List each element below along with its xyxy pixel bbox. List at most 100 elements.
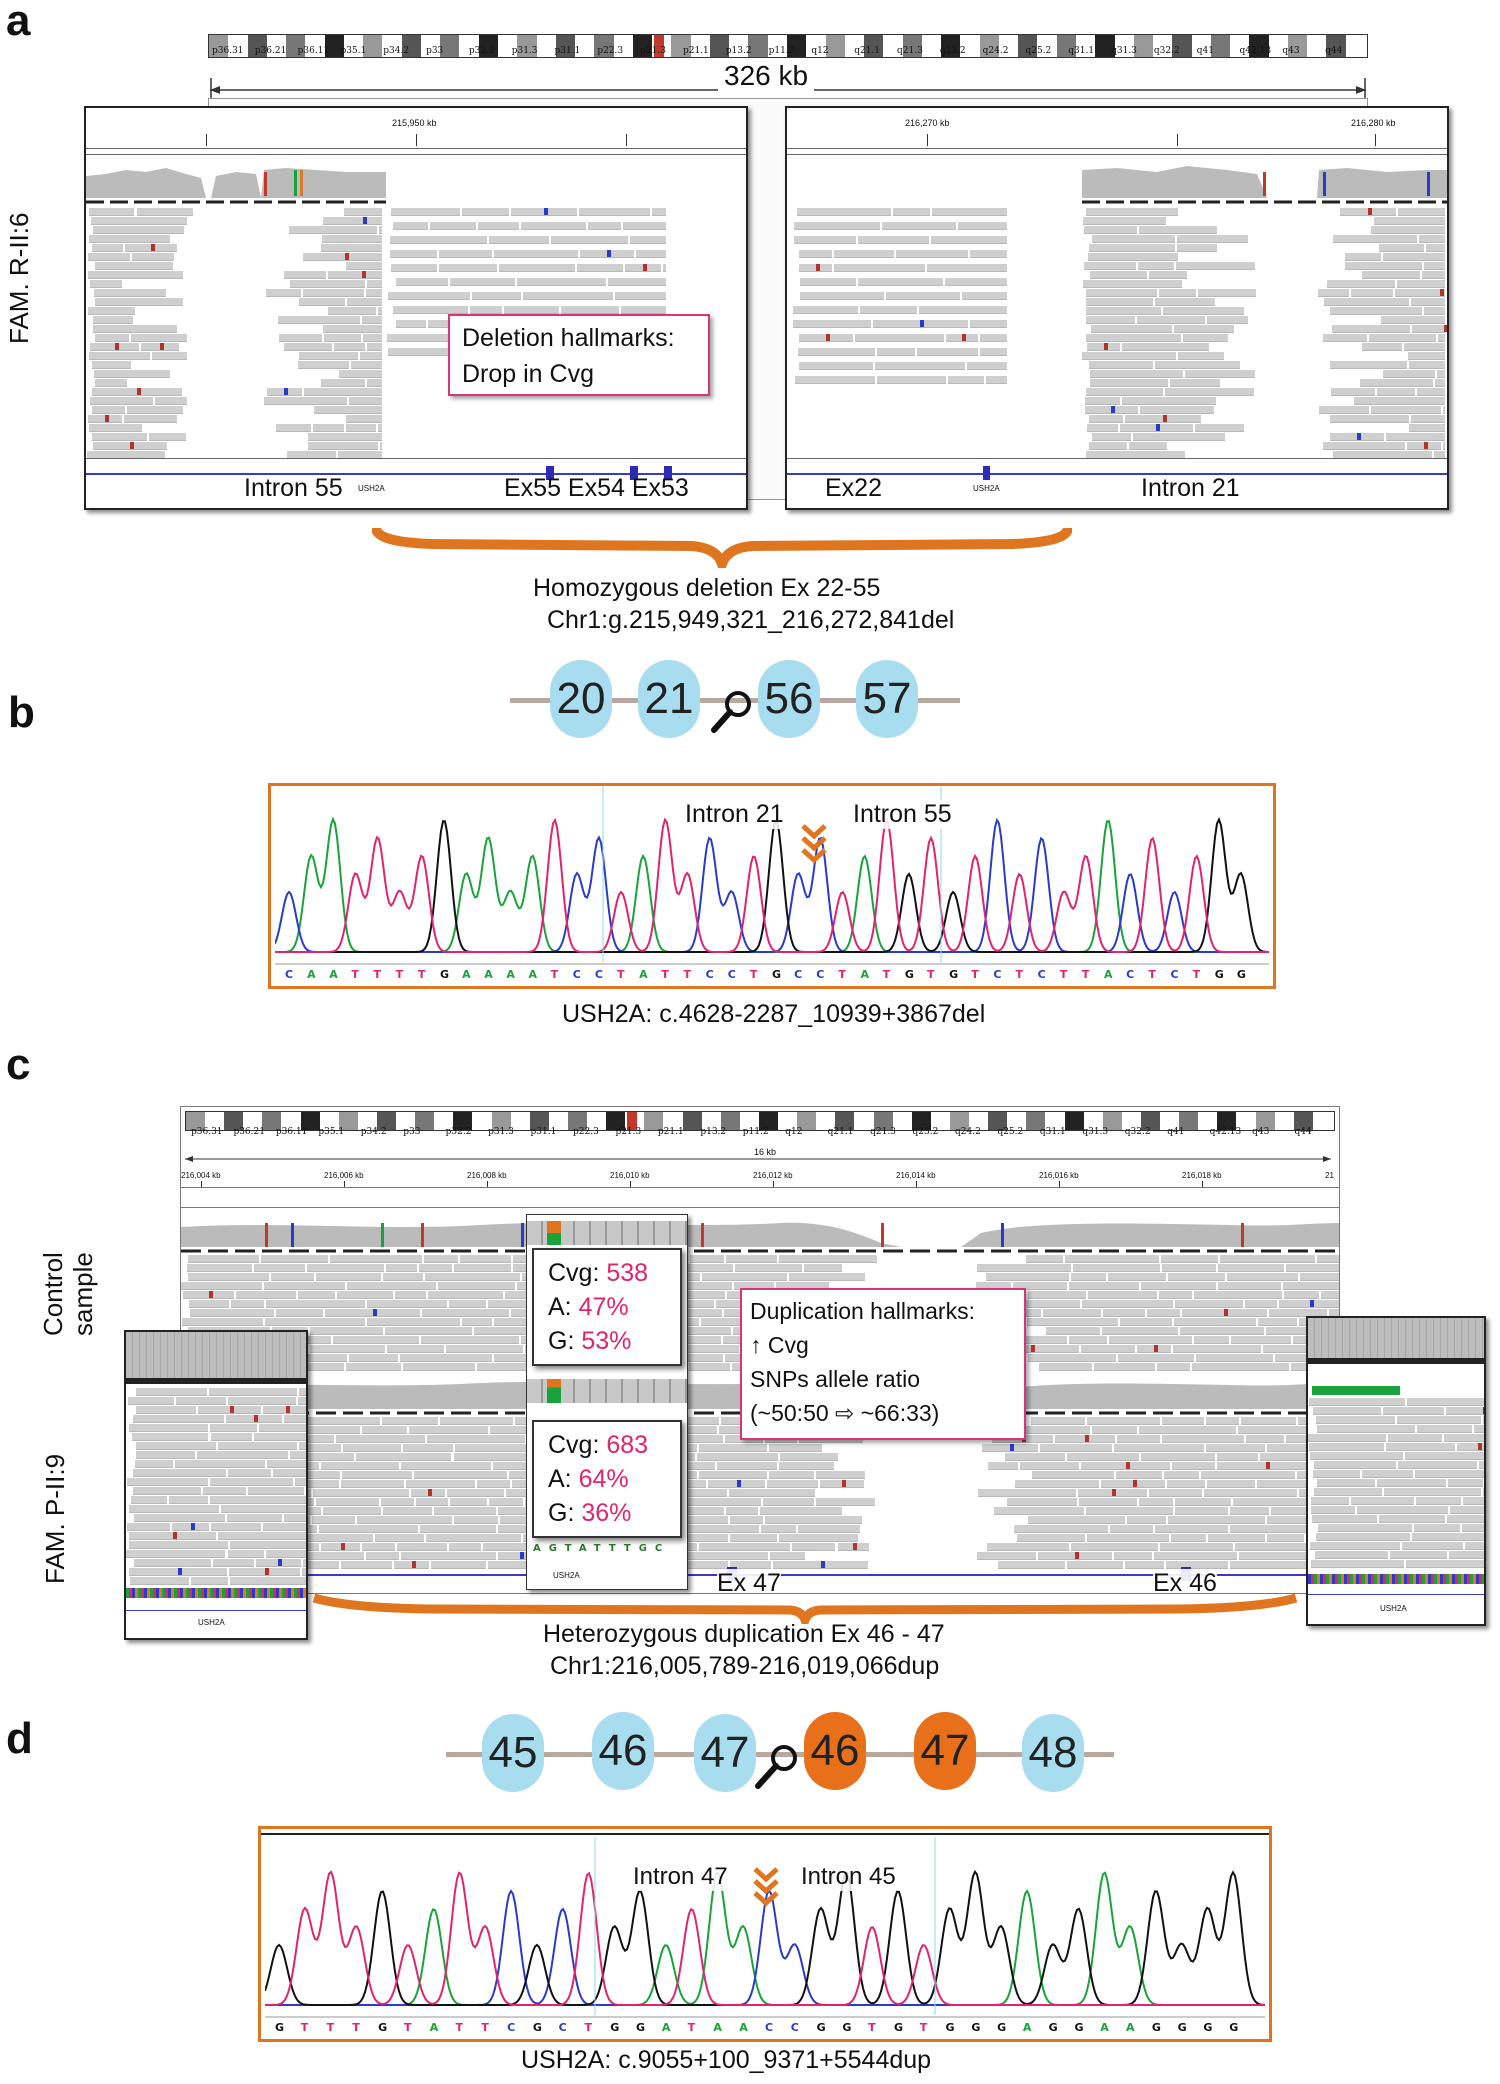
coord-label: 21 <box>1325 1171 1334 1180</box>
exon-46-oval: 46 <box>592 1712 654 1790</box>
read <box>384 1327 472 1335</box>
read <box>298 1388 306 1396</box>
read <box>209 1388 297 1396</box>
read <box>311 1516 355 1524</box>
sample-label-c: FAM. P-II:9 <box>40 1453 70 1584</box>
read <box>1411 325 1445 333</box>
read <box>578 208 650 216</box>
read <box>1386 433 1445 441</box>
ideogram-band <box>491 1112 511 1130</box>
read <box>1117 1435 1160 1443</box>
read <box>1227 1273 1298 1281</box>
read <box>149 433 187 441</box>
read <box>1309 1542 1401 1550</box>
read <box>134 1514 225 1522</box>
read <box>1461 1524 1484 1532</box>
mismatch-mark <box>1356 433 1361 440</box>
ideogram-band-label: p36.21 <box>254 46 287 56</box>
read <box>1163 307 1245 315</box>
read <box>1286 1264 1339 1272</box>
read <box>299 1442 306 1450</box>
ideogram-band-label: q42.13 <box>1239 46 1272 56</box>
read <box>1478 1461 1484 1469</box>
coord-label: 216,008 kb <box>467 1171 507 1180</box>
ideogram-band-label: p31.3 <box>488 1127 514 1137</box>
read <box>198 1406 261 1414</box>
base-call: A <box>430 2021 439 2034</box>
read <box>342 1444 401 1452</box>
read <box>265 1318 366 1326</box>
ideogram-band <box>720 1112 740 1130</box>
read <box>1230 1507 1269 1515</box>
ideogram-band <box>401 35 421 57</box>
read <box>1329 361 1407 369</box>
ideogram-band <box>767 35 787 57</box>
mismatch-mark <box>1440 289 1445 296</box>
read <box>1178 352 1224 360</box>
read <box>1245 1300 1278 1308</box>
read <box>1090 271 1148 279</box>
base-call: A <box>1126 2021 1135 2034</box>
centromere-marker <box>627 1112 638 1130</box>
read <box>876 376 947 384</box>
ideogram-band <box>434 1112 454 1130</box>
ideogram-band-label: p36.11 <box>297 46 330 56</box>
read <box>437 1282 516 1290</box>
mismatch-mark <box>411 1561 416 1568</box>
read <box>1179 1327 1264 1335</box>
read <box>367 379 382 387</box>
base-call: G <box>772 968 781 981</box>
read <box>1482 1416 1484 1424</box>
read <box>1417 388 1445 396</box>
read <box>1309 1452 1404 1460</box>
read <box>689 1255 725 1263</box>
read <box>321 1462 400 1470</box>
read <box>266 1300 365 1308</box>
intron-55-label-b: Intron 55 <box>853 800 952 829</box>
base-call: G <box>1229 2021 1238 2034</box>
ideogram-band <box>1268 35 1288 57</box>
read <box>1229 1561 1313 1569</box>
ideogram-band-label: p21.1 <box>682 46 709 56</box>
read <box>1066 1561 1124 1569</box>
ideogram-band <box>286 35 306 57</box>
read <box>672 1498 761 1506</box>
read <box>323 1507 382 1515</box>
mismatch-mark <box>114 343 119 350</box>
read <box>1087 1291 1157 1299</box>
read <box>346 424 377 432</box>
ideogram-band <box>729 35 749 57</box>
ideogram-band <box>844 35 865 57</box>
read <box>220 1505 306 1513</box>
read <box>1323 334 1367 342</box>
read <box>885 292 961 300</box>
read <box>1309 1443 1385 1451</box>
read <box>657 1336 721 1344</box>
read <box>1238 1426 1306 1434</box>
ideogram-band <box>960 35 980 57</box>
coord-tick <box>344 1181 345 1187</box>
read <box>482 1543 568 1551</box>
read <box>390 264 438 272</box>
read <box>181 1282 262 1290</box>
base-call: T <box>920 2021 928 2034</box>
read <box>210 1523 261 1531</box>
read <box>1329 415 1410 423</box>
read <box>1028 1354 1117 1362</box>
read <box>778 1255 878 1263</box>
ideogram-band <box>575 35 595 57</box>
exon-46-duplicate-oval: 46 <box>804 1712 866 1790</box>
read <box>1216 1462 1316 1470</box>
base-call: A <box>861 968 870 981</box>
ideogram-band-label: p33 <box>403 1127 421 1137</box>
read <box>1082 352 1177 360</box>
read <box>135 1406 197 1414</box>
read <box>316 1273 381 1281</box>
read <box>1070 1543 1159 1551</box>
base-call: T <box>750 968 758 981</box>
base-call: C <box>1170 968 1178 981</box>
ideogram-band <box>343 35 364 57</box>
read <box>94 370 171 378</box>
read <box>1085 397 1120 405</box>
ideogram-band <box>305 35 325 57</box>
